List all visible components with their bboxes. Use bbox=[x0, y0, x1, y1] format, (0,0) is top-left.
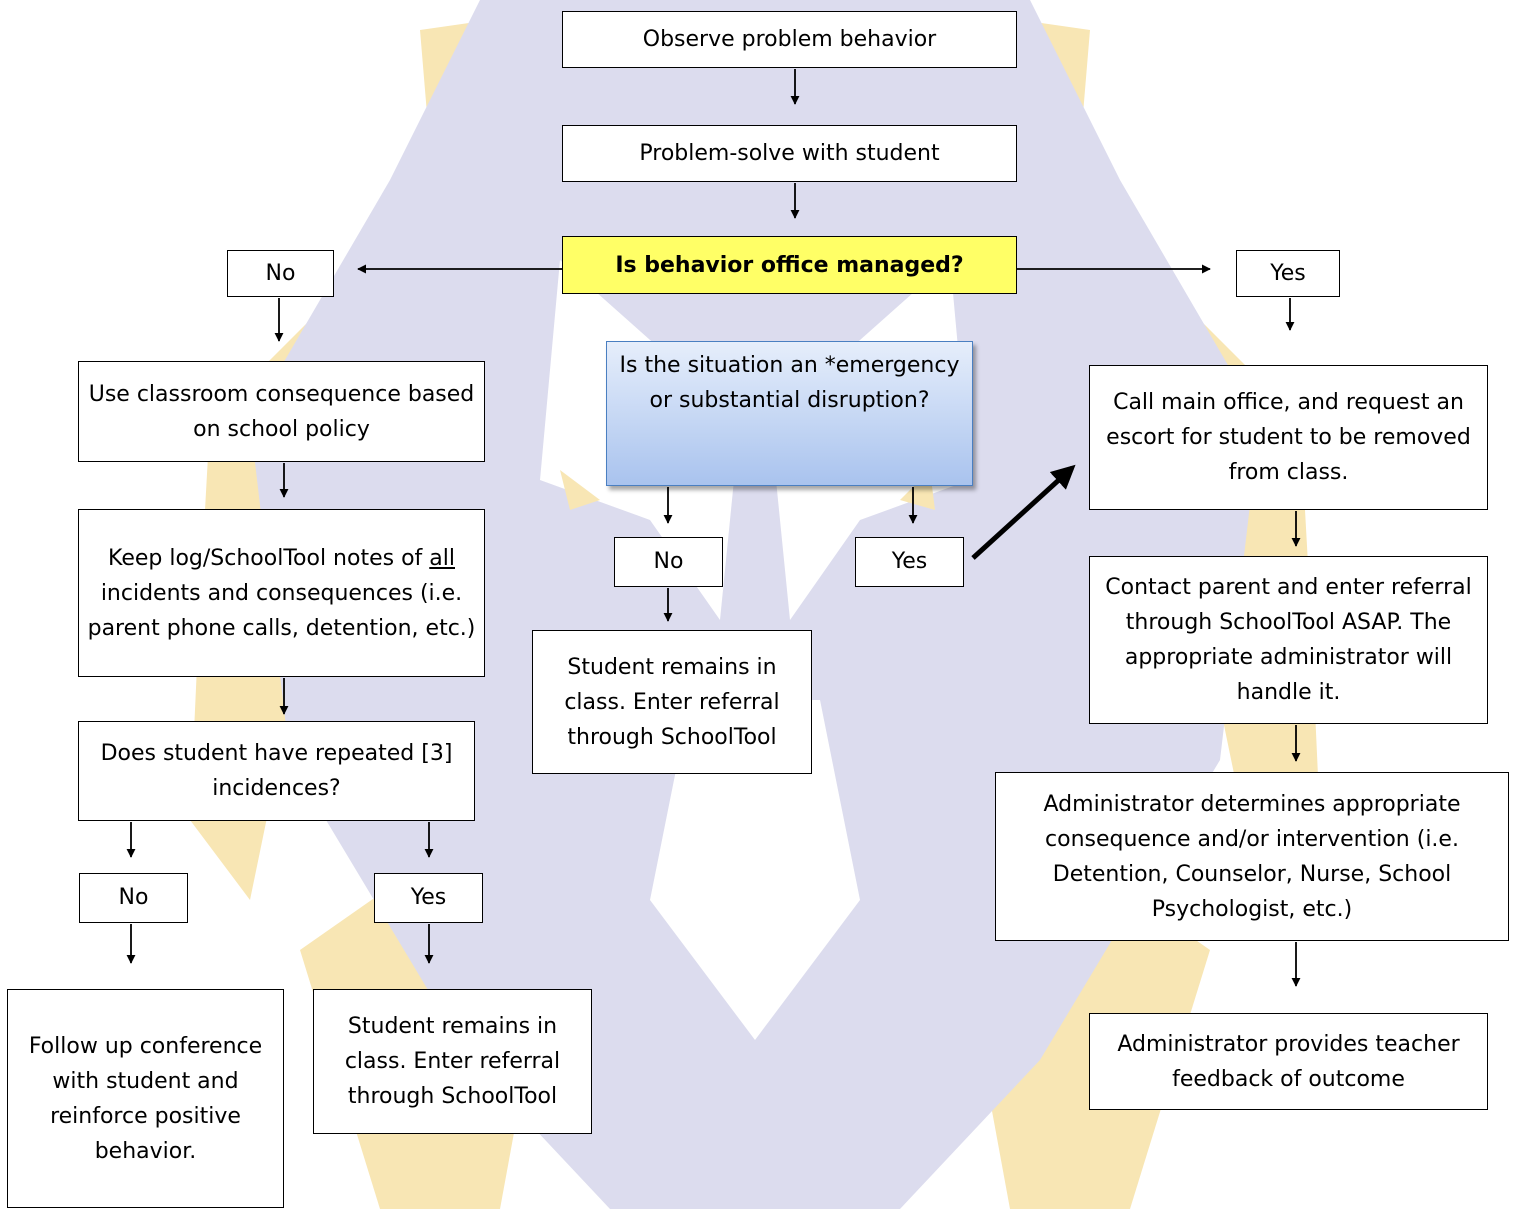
problem-solve-text: Problem-solve with student bbox=[639, 141, 940, 166]
repeated-yes-label: Yes bbox=[374, 873, 483, 923]
problem-solve-box: Problem-solve with student bbox=[562, 125, 1017, 182]
admin-feedback-text: Administrator provides teacher feedback … bbox=[1117, 1031, 1460, 1092]
call-office-box: Call main office, and request an escort … bbox=[1089, 365, 1488, 510]
yes-label-right: Yes bbox=[1236, 250, 1340, 297]
repeated-no-label: No bbox=[79, 873, 188, 923]
no-label-left: No bbox=[227, 250, 334, 297]
emergency-text: Is the situation an *emergency or substa… bbox=[619, 353, 960, 413]
repeated-incidences-decision: Does student have repeated [3] incidence… bbox=[78, 721, 475, 821]
admin-determines-text: Administrator determines appropriate con… bbox=[1043, 791, 1461, 922]
remains-in-class-left-box: Student remains in class. Enter referral… bbox=[313, 989, 592, 1134]
admin-feedback-box: Administrator provides teacher feedback … bbox=[1089, 1013, 1488, 1110]
remains-in-class-left-text: Student remains in class. Enter referral… bbox=[344, 1014, 561, 1109]
contact-parent-box: Contact parent and enter referral throug… bbox=[1089, 556, 1488, 724]
follow-up-box: Follow up conference with student and re… bbox=[7, 989, 284, 1208]
classroom-consequence-text: Use classroom consequence based on schoo… bbox=[88, 381, 475, 442]
observe-text: Observe problem behavior bbox=[642, 27, 937, 52]
emergency-no-text: No bbox=[653, 549, 684, 574]
yes-label-right-text: Yes bbox=[1270, 260, 1306, 286]
keep-log-text-a: Keep log/SchoolTool notes of bbox=[107, 545, 430, 571]
watermark-eye-glint-left bbox=[560, 470, 600, 510]
repeated-yes-text: Yes bbox=[410, 885, 447, 910]
keep-log-box: Keep log/SchoolTool notes of all inciden… bbox=[78, 509, 485, 677]
repeated-incidences-text: Does student have repeated [3] incidence… bbox=[100, 741, 453, 801]
keep-log-text: Keep log/SchoolTool notes of all inciden… bbox=[87, 541, 476, 646]
watermark-snout bbox=[650, 700, 860, 1040]
keep-log-text-underlined: all bbox=[429, 545, 455, 571]
call-office-text: Call main office, and request an escort … bbox=[1106, 390, 1471, 485]
repeated-no-text: No bbox=[118, 885, 149, 910]
classroom-consequence-box: Use classroom consequence based on schoo… bbox=[78, 361, 485, 462]
emergency-decision: Is the situation an *emergency or substa… bbox=[606, 341, 973, 486]
remains-in-class-center-text: Student remains in class. Enter referral… bbox=[564, 654, 780, 750]
emergency-no-label: No bbox=[614, 537, 723, 587]
emergency-yes-label: Yes bbox=[855, 537, 964, 587]
admin-determines-box: Administrator determines appropriate con… bbox=[995, 772, 1509, 941]
office-managed-text: Is behavior office managed? bbox=[615, 252, 964, 278]
remains-in-class-center-box: Student remains in class. Enter referral… bbox=[532, 630, 812, 774]
no-label-left-text: No bbox=[265, 260, 296, 286]
keep-log-text-b: incidents and consequences (i.e. parent … bbox=[87, 580, 476, 641]
follow-up-text: Follow up conference with student and re… bbox=[28, 1033, 263, 1164]
contact-parent-text: Contact parent and enter referral throug… bbox=[1105, 575, 1472, 705]
observe-box: Observe problem behavior bbox=[562, 11, 1017, 68]
emergency-yes-text: Yes bbox=[891, 549, 928, 574]
office-managed-decision: Is behavior office managed? bbox=[562, 236, 1017, 294]
